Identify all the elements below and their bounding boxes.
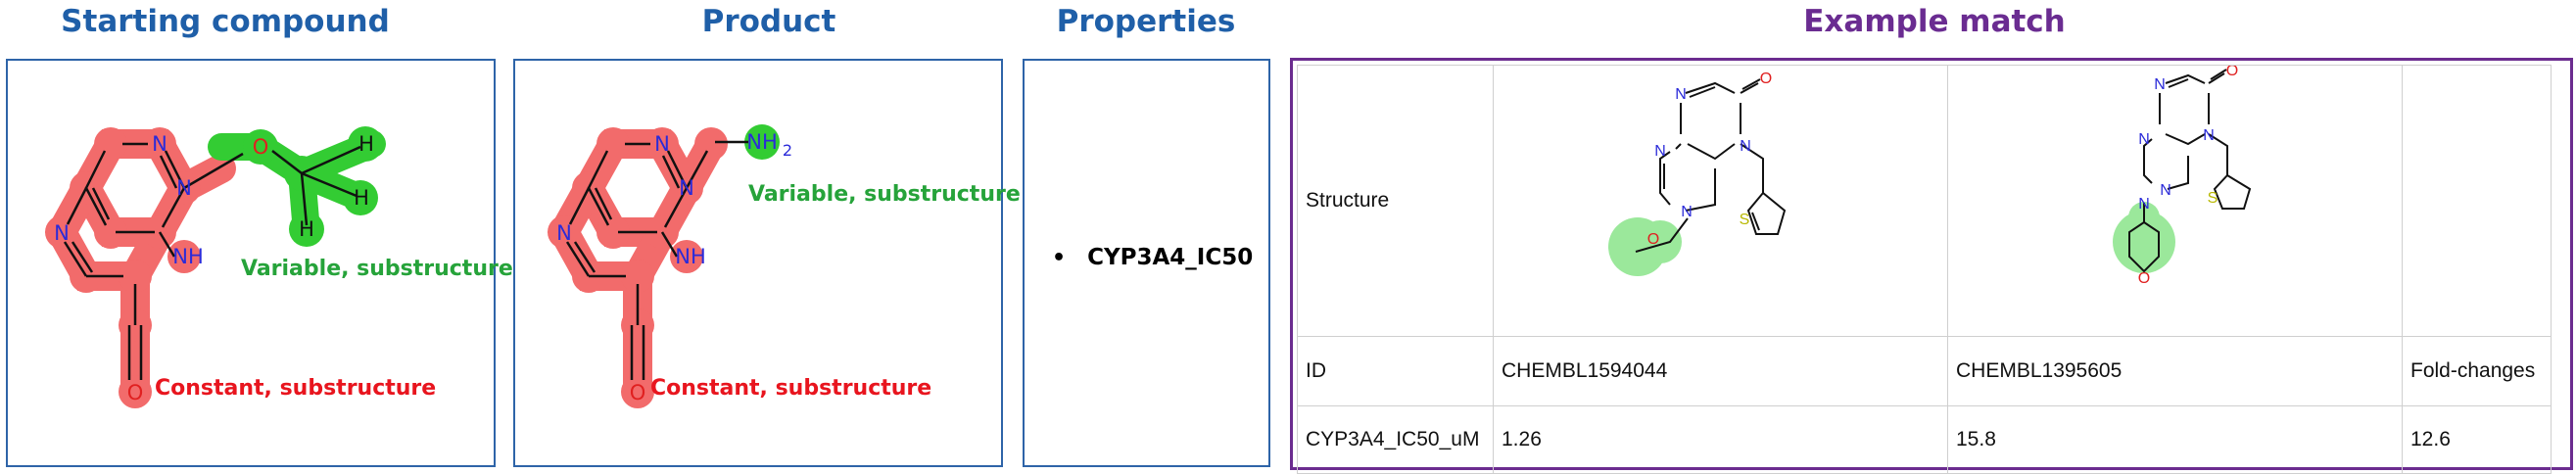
svg-text:N: N: [556, 221, 572, 245]
structure-compound-b: N N N N N O O S: [1947, 63, 2403, 337]
header-starting-compound: Starting compound: [61, 4, 390, 39]
structure-compound-a: N N N N O O S: [1493, 65, 1948, 337]
properties-panel: • CYP3A4_IC50: [1023, 59, 1270, 467]
bullet-icon: •: [1052, 246, 1067, 270]
compound-a-structure: N N N N O O S: [1608, 71, 1787, 276]
svg-text:NH: NH: [172, 245, 204, 268]
svg-text:N: N: [1654, 143, 1666, 160]
header-example-match: Example match: [1803, 4, 2066, 39]
svg-text:O: O: [1647, 231, 1659, 248]
svg-text:O: O: [1760, 71, 1772, 87]
variable-label: Variable, substructure: [748, 182, 1021, 207]
property-row-label: CYP3A4_IC50_uM: [1297, 405, 1494, 474]
svg-text:O: O: [253, 135, 269, 159]
svg-text:S: S: [2208, 190, 2218, 207]
structure-row-label: Structure: [1297, 65, 1494, 337]
svg-text:S: S: [1740, 212, 1750, 228]
product-structure: N N N NH O NH 2: [547, 124, 792, 408]
compound-a-value: 1.26: [1493, 405, 1948, 474]
svg-text:2: 2: [783, 141, 792, 160]
header-properties: Properties: [1056, 4, 1236, 39]
svg-text:H: H: [354, 186, 369, 210]
svg-text:N: N: [54, 221, 70, 245]
structure-fold-cell: [2402, 65, 2552, 337]
svg-text:N: N: [2203, 127, 2215, 144]
product-panel: N N N NH O NH 2 Variable, substructure C…: [513, 59, 1021, 467]
compound-b-value: 15.8: [1947, 405, 2403, 474]
svg-text:N: N: [2138, 196, 2150, 213]
match-table: Structure: [1297, 63, 2552, 474]
constant-label: Constant, substructure: [650, 376, 932, 401]
svg-text:O: O: [630, 381, 646, 404]
property-item: • CYP3A4_IC50: [1052, 245, 1253, 270]
variable-label: Variable, substructure: [241, 257, 513, 281]
svg-text:N: N: [1675, 86, 1687, 103]
constant-label: Constant, substructure: [155, 376, 437, 401]
svg-text:N: N: [152, 132, 167, 156]
svg-text:N: N: [2160, 182, 2171, 199]
compound-a-id: CHEMBL1594044: [1493, 336, 1948, 406]
svg-text:O: O: [127, 381, 144, 404]
starting-compound-panel: N N N NH O O H H H Variable, substructur…: [6, 59, 513, 467]
svg-text:NH: NH: [675, 245, 706, 268]
svg-text:N: N: [2154, 76, 2166, 93]
svg-text:NH: NH: [746, 130, 778, 154]
table-row: Structure: [1297, 63, 2552, 337]
compound-b-structure: N N N N N O O S: [2113, 63, 2252, 287]
svg-text:N: N: [654, 132, 670, 156]
starting-compound-structure: N N N NH O O H H H: [44, 126, 386, 408]
svg-text:H: H: [358, 132, 374, 156]
svg-text:N: N: [1740, 138, 1751, 155]
id-row-label: ID: [1297, 336, 1494, 406]
table-row: ID CHEMBL1594044 CHEMBL1395605 Fold-chan…: [1297, 336, 2552, 406]
svg-text:N: N: [679, 176, 694, 200]
svg-text:O: O: [2226, 66, 2238, 79]
header-product: Product: [701, 4, 836, 39]
svg-text:N: N: [176, 176, 192, 200]
compound-b-id: CHEMBL1395605: [1947, 336, 2403, 406]
table-row: CYP3A4_IC50_uM 1.26 15.8 12.6: [1297, 405, 2552, 474]
fold-change-value: 12.6: [2402, 405, 2552, 474]
fold-changes-header: Fold-changes: [2402, 336, 2552, 406]
svg-text:N: N: [2138, 131, 2150, 148]
svg-text:H: H: [299, 217, 314, 241]
example-match-panel: Structure: [1290, 58, 2573, 474]
svg-text:N: N: [1681, 204, 1693, 220]
svg-text:O: O: [2138, 270, 2150, 287]
property-label: CYP3A4_IC50: [1087, 245, 1254, 270]
